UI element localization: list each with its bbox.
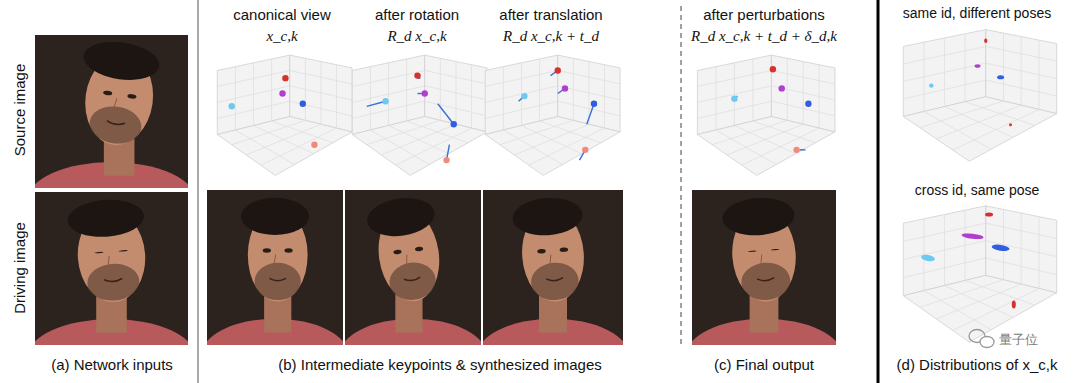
keypoint-plot [903,206,1056,342]
separator-line [198,0,199,383]
row-label: Source image [11,64,28,157]
formula: R_d x_c,k [387,28,446,45]
thick-separator [877,0,880,383]
face-photo [338,190,488,383]
watermark: 量子位 [999,333,1038,348]
keypoint-plot [217,55,352,175]
column-header: canonical view [233,6,331,23]
keypoint-plot [352,55,487,175]
formula: R_d x_c,k + t_d + δ_d,k [691,28,837,45]
face-photo [476,190,630,383]
keypoint-plot [485,55,620,175]
panel-caption: (a) Network inputs [51,356,173,373]
column-header: after rotation [375,6,459,23]
keypoint-plot [903,30,1056,162]
face-photo [200,190,350,383]
column-header: after translation [499,6,602,23]
panel-caption: (b) Intermediate keypoints & synthesized… [278,356,602,373]
column-header: after perturbations [703,6,825,23]
plot-title: same id, different poses [903,5,1051,21]
watermark-icon [969,330,994,348]
formula: R_d x_c,k + t_d [503,28,599,45]
face-photo [27,192,195,383]
plot-title: cross id, same pose [915,182,1040,198]
row-label: Driving image [11,222,28,314]
face-photo [685,190,843,383]
keypoint-plot [697,55,835,175]
panel-caption: (c) Final output [714,356,814,373]
dashed-separator [681,6,682,348]
panel-caption: (d) Distributions of x_c,k [897,356,1058,373]
formula: x_c,k [266,28,297,45]
